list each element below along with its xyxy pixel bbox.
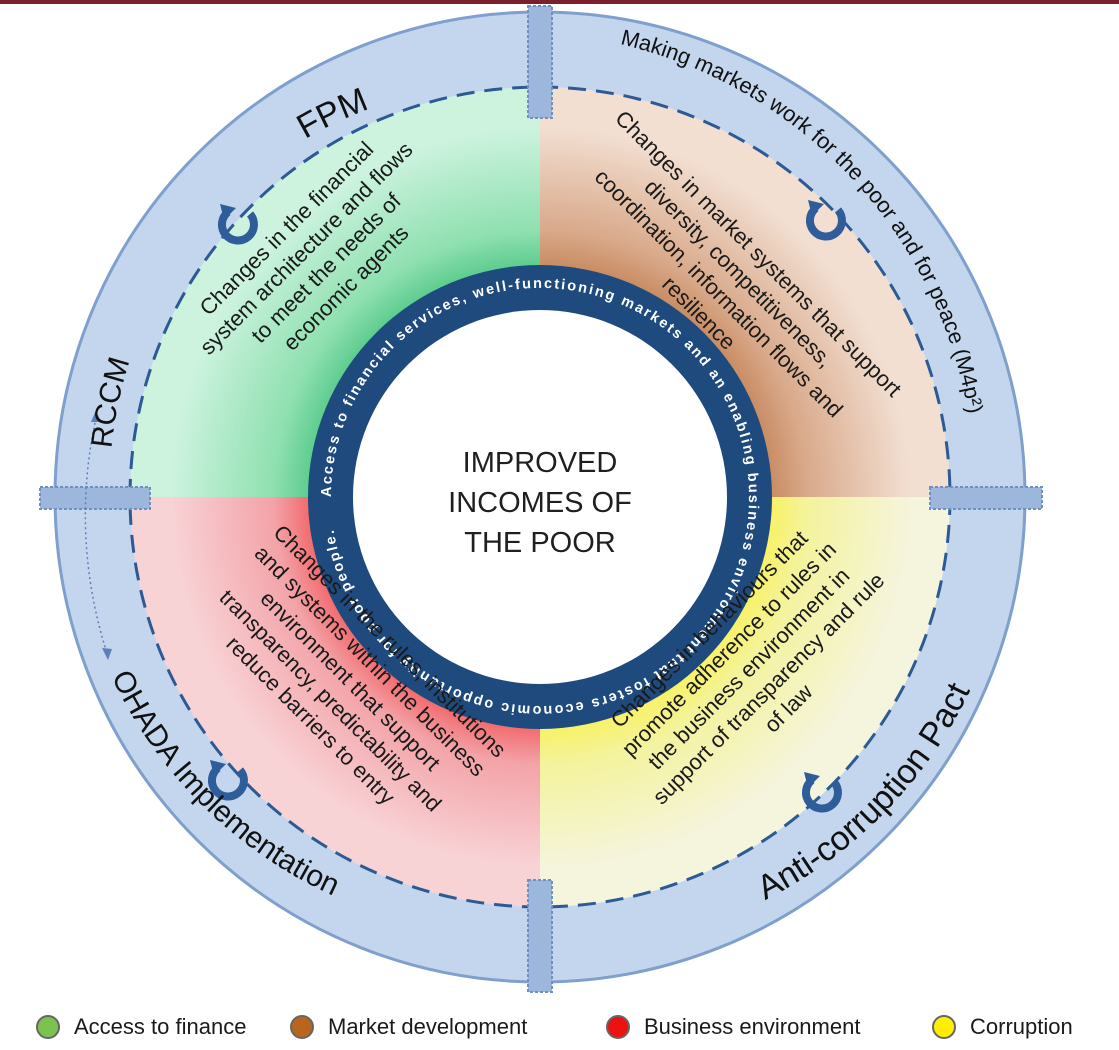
- intervention-diagram: Access to financial services, well-funct…: [39, 5, 1043, 993]
- divider-left: [39, 486, 151, 510]
- legend-dot-business: [606, 1015, 630, 1039]
- legend-label-finance: Access to finance: [74, 1014, 247, 1039]
- center-title-line-2: INCOMES OF: [448, 487, 632, 519]
- divider-right: [929, 486, 1043, 510]
- legend-dot-markets: [290, 1015, 314, 1039]
- double-arrow-icon: [84, 410, 112, 660]
- legend-dot-corruption: [932, 1015, 956, 1039]
- legend-item-markets: Market development: [290, 1012, 527, 1042]
- legend-item-finance: Access to finance: [36, 1012, 246, 1042]
- legend-label-corruption: Corruption: [970, 1014, 1073, 1039]
- divider-bottom: [527, 879, 553, 993]
- top-border: [0, 0, 1119, 4]
- center-title-line-3: THE POOR: [464, 527, 615, 559]
- center-circle: [353, 310, 727, 684]
- legend: Access to finance Market development Bus…: [0, 1008, 1119, 1048]
- legend-item-business: Business environment: [606, 1012, 860, 1042]
- divider-top: [527, 5, 553, 119]
- legend-item-corruption: Corruption: [932, 1012, 1073, 1042]
- center-title-line-1: IMPROVED: [463, 447, 618, 479]
- legend-label-business: Business environment: [644, 1014, 861, 1039]
- legend-dot-finance: [36, 1015, 60, 1039]
- legend-label-markets: Market development: [328, 1014, 528, 1039]
